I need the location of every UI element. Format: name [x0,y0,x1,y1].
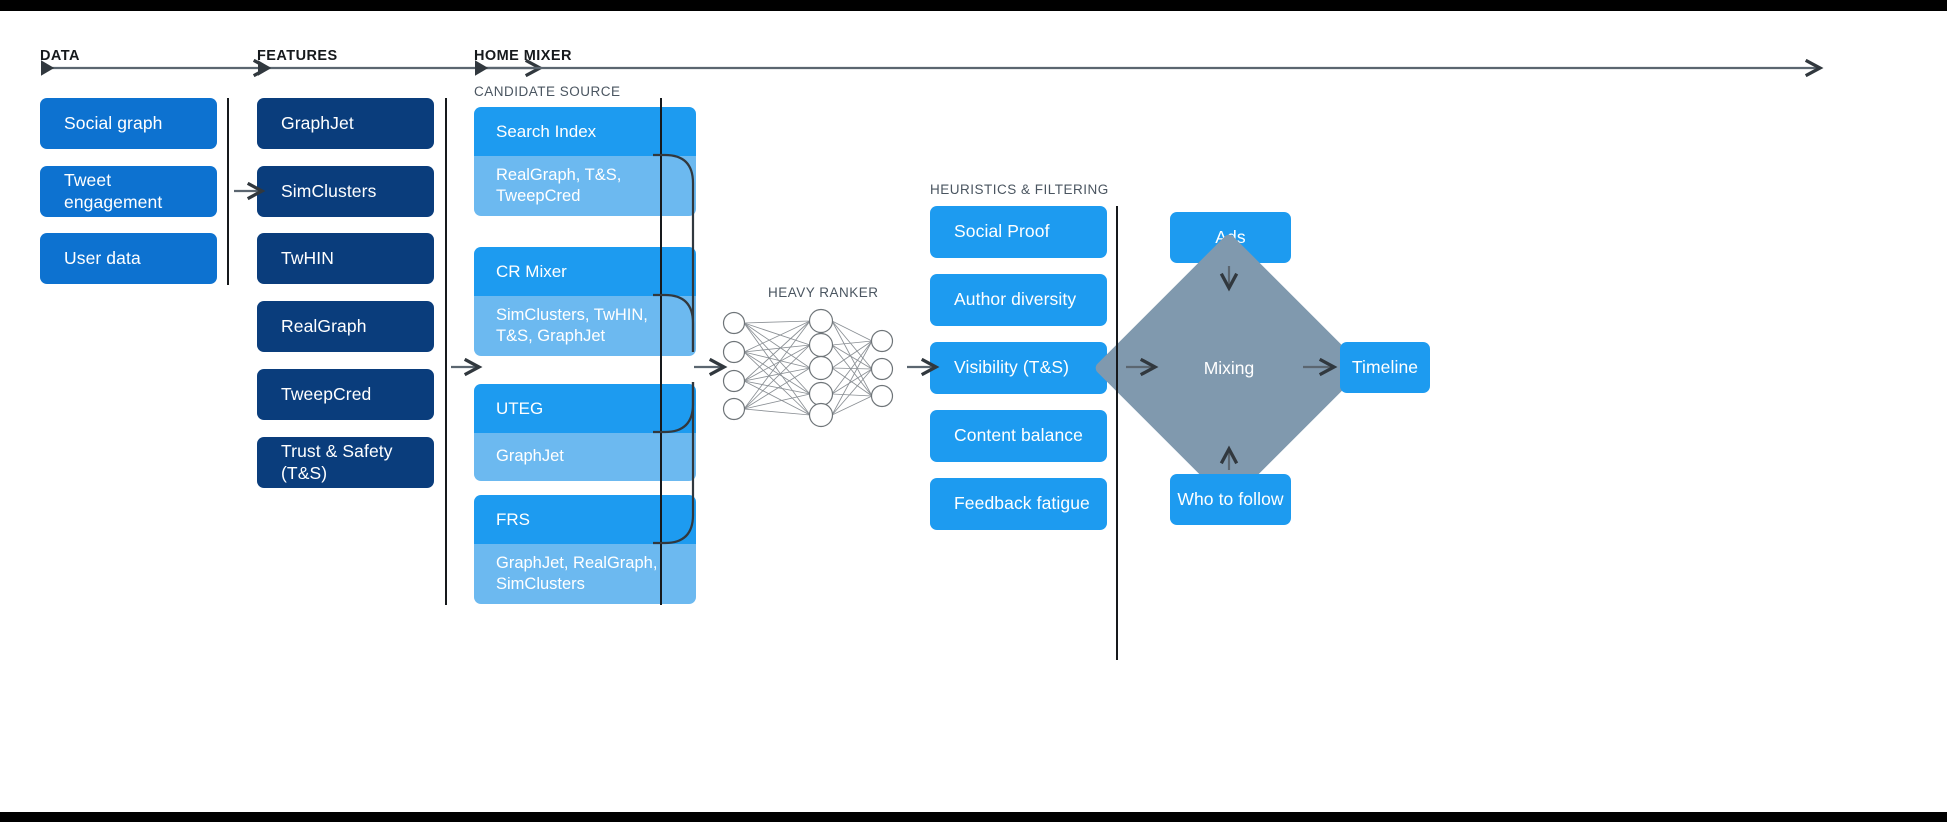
heuristic-box-content-balance[interactable]: Content balance [930,410,1107,462]
candidate-source-title: UTEG [474,384,696,433]
output-box-timeline[interactable]: Timeline [1340,342,1430,393]
candidate-source-features: GraphJet, RealGraph, SimClusters [474,544,696,604]
feature-box-graphjet[interactable]: GraphJet [257,98,434,149]
feature-box-realgraph[interactable]: RealGraph [257,301,434,352]
candidate-source-features: SimClusters, TwHIN, T&S, GraphJet [474,296,696,356]
data-box-label: Social graph [64,112,163,133]
candidate-source-card-frs[interactable]: FRS GraphJet, RealGraph, SimClusters [474,495,696,604]
heuristic-box-label: Author diversity [954,289,1077,310]
heuristic-box-feedback-fatigue[interactable]: Feedback fatigue [930,478,1107,530]
feature-box-trust-safety[interactable]: Trust & Safety (T&S) [257,437,434,488]
output-box-label: Timeline [1351,356,1419,377]
bottom-letterbox-bar [0,812,1947,822]
nn-input-layer [722,311,746,421]
heuristic-box-label: Content balance [954,425,1083,446]
heuristic-box-label: Social Proof [954,221,1050,242]
candidate-source-features: RealGraph, T&S, TweepCred [474,156,696,216]
data-box-social-graph[interactable]: Social graph [40,98,217,149]
feature-box-label: TweepCred [281,383,372,404]
feature-box-simclusters[interactable]: SimClusters [257,166,434,217]
section-subtitle-candidate-source: CANDIDATE SOURCE [474,84,621,99]
heavy-ranker-network [722,308,894,428]
data-box-label: User data [64,247,141,268]
mixing-diamond-label: Mixing [1203,357,1255,378]
output-box-label: Who to follow [1177,488,1284,509]
heuristic-box-label: Visibility (T&S) [954,357,1070,378]
section-subtitle-heuristics: HEURISTICS & FILTERING [930,182,1109,197]
heuristic-box-social-proof[interactable]: Social Proof [930,206,1107,258]
nn-output-layer [870,329,894,408]
heuristic-box-visibility[interactable]: Visibility (T&S) [930,342,1107,394]
data-box-tweet-engagement[interactable]: Tweet engagement [40,166,217,217]
feature-box-label: SimClusters [281,180,377,201]
feature-box-tweepcred[interactable]: TweepCred [257,369,434,420]
mixing-diamond[interactable]: Mixing [1093,232,1365,504]
candidate-source-card-search-index[interactable]: Search Index RealGraph, T&S, TweepCred [474,107,696,216]
feature-box-label: Trust & Safety (T&S) [281,440,393,483]
candidate-source-features: GraphJet [474,433,696,481]
feature-box-twhin[interactable]: TwHIN [257,233,434,284]
candidate-source-card-cr-mixer[interactable]: CR Mixer SimClusters, TwHIN, T&S, GraphJ… [474,247,696,356]
nn-hidden-layer [808,308,834,428]
feature-box-label: TwHIN [281,247,334,268]
heuristic-box-author-diversity[interactable]: Author diversity [930,274,1107,326]
candidate-source-title: CR Mixer [474,247,696,296]
data-box-label: Tweet engagement [64,169,163,212]
section-title-features: FEATURES [257,48,338,64]
section-title-home-mixer: HOME MIXER [474,48,572,64]
candidate-source-title: FRS [474,495,696,544]
feature-box-label: RealGraph [281,315,367,336]
top-letterbox-bar [0,0,1947,11]
candidate-source-title: Search Index [474,107,696,156]
output-box-who-to-follow[interactable]: Who to follow [1170,474,1291,525]
data-box-user-data[interactable]: User data [40,233,217,284]
feature-box-label: GraphJet [281,112,354,133]
section-title-data: DATA [40,48,80,64]
candidate-source-card-uteg[interactable]: UTEG GraphJet [474,384,696,481]
heuristic-box-label: Feedback fatigue [954,493,1090,514]
section-subtitle-heavy-ranker: HEAVY RANKER [768,285,879,300]
